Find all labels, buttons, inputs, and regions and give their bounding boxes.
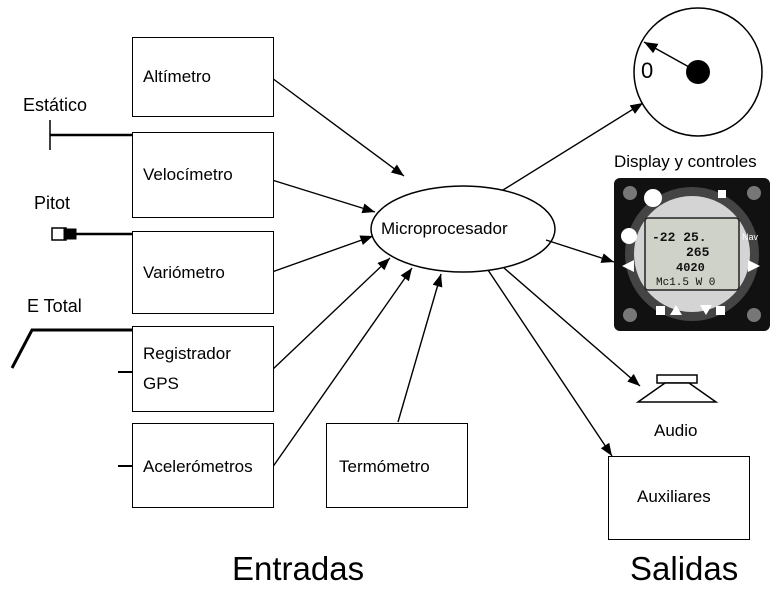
entradas-section-label: Entradas [232, 550, 365, 587]
estatico-port-line [49, 120, 134, 150]
display-title-label: Display y controles [614, 152, 757, 171]
acelerometros-box: Acelerómetros [132, 423, 274, 508]
registrador-label-line2: GPS [143, 374, 179, 393]
arrow-to-dial [502, 102, 644, 191]
termometro-label: Termómetro [339, 457, 430, 476]
arrow-altimetro [271, 77, 405, 177]
termometro-box: Termómetro [326, 423, 468, 508]
arrow-to-display [545, 239, 615, 263]
variometro-label: Variómetro [143, 263, 225, 282]
dial-value-label: 0 [641, 58, 654, 83]
instrument-display-icon: -22 25. 265 4020 Mc1.5 W 0 Nav [614, 178, 770, 331]
arrow-termometro [397, 273, 443, 423]
acelerometros-label: Acelerómetros [143, 457, 253, 476]
arrow-velocimetro [271, 179, 376, 214]
registrador-box: Registrador GPS [132, 326, 274, 412]
microprocesador-label: Microprocesador [381, 219, 508, 238]
auxiliares-label: Auxiliares [637, 487, 711, 506]
estatico-label: Estático [23, 95, 88, 115]
audio-label: Audio [654, 421, 698, 440]
registrador-label-line1: Registrador [143, 344, 231, 363]
etotal-probe-line [10, 328, 134, 369]
arrow-to-audio [503, 267, 641, 387]
instrument-row4: Mc1.5 W 0 [656, 277, 715, 289]
microprocessor-node [370, 185, 556, 273]
salidas-section-label: Salidas [630, 550, 739, 587]
instrument-row2: 265 [686, 245, 710, 260]
pitot-label: Pitot [34, 193, 71, 213]
instrument-row3: 4020 [676, 261, 705, 275]
altimetro-box: Altímetro [132, 37, 274, 117]
arrow-acelerometros [271, 267, 413, 469]
etotal-label: E Total [27, 296, 82, 316]
altimetro-label: Altímetro [143, 67, 212, 86]
speaker-icon [635, 374, 719, 403]
arrow-to-auxiliares [487, 269, 613, 457]
auxiliares-box: Auxiliares [608, 456, 750, 540]
instrument-side-label: Nav [742, 232, 759, 242]
variometro-box: Variómetro [132, 231, 274, 314]
instrument-row1: -22 25. [652, 230, 707, 245]
analog-dial [633, 7, 763, 137]
velocimetro-box: Velocímetro [132, 132, 274, 218]
velocimetro-label: Velocímetro [143, 165, 233, 184]
arrow-variometro [271, 235, 374, 273]
arrow-registrador [271, 257, 391, 371]
pitot-tube-icon [51, 227, 134, 241]
